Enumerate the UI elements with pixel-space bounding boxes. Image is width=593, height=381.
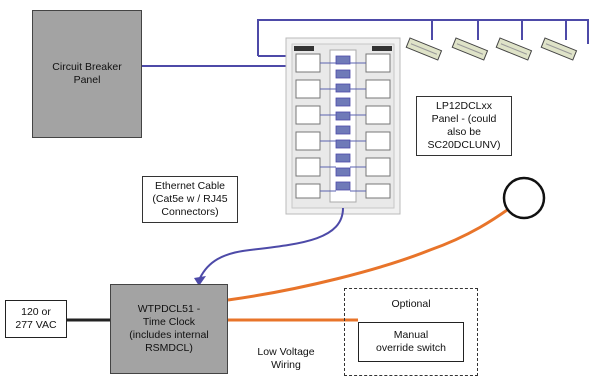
voltage-line1: 120 or (21, 306, 51, 318)
light-fixture-icon (451, 37, 489, 61)
optional-group (344, 288, 478, 376)
light-fixture-icon (405, 37, 443, 61)
lighting-panel-line4: SC20DCLUNV) (427, 139, 501, 151)
ethernet-line1: Ethernet Cable (154, 180, 226, 192)
ethernet-cable (199, 207, 344, 279)
lighting-panel-line2: Panel - (could (431, 113, 497, 125)
lighting-control-panel (285, 37, 401, 215)
ethernet-cable-label: Ethernet Cable (Cat5e w / RJ45 Connector… (142, 176, 238, 223)
ethernet-line3: Connectors) (161, 206, 219, 218)
voltage-line2: 277 VAC (15, 319, 57, 331)
light-fixture-icon (495, 37, 533, 61)
time-clock-line3: (includes internal (129, 329, 209, 341)
time-clock-line1: WTPDCL51 - (137, 303, 201, 315)
lighting-panel-line3: also be (447, 126, 481, 138)
lighting-panel-label: LP12DCLxx Panel - (could also be SC20DCL… (416, 96, 512, 156)
override-line1: Manual (393, 329, 429, 341)
arrow-head-icon (194, 276, 206, 286)
time-clock-line4: RSMDCL) (145, 342, 193, 354)
lighting-panel-line1: LP12DCLxx (435, 100, 493, 112)
override-line2: override switch (375, 342, 447, 354)
voltage-source-box: 120 or 277 VAC (5, 300, 67, 338)
low-voltage-label: Low Voltage Wiring (248, 346, 324, 372)
time-clock-line2: Time Clock (142, 316, 196, 328)
ethernet-line2: (Cat5e w / RJ45 (152, 193, 228, 205)
circuit-breaker-panel: Circuit Breaker Panel (32, 10, 142, 138)
power-wiring (142, 19, 589, 67)
low-voltage-line1: Low Voltage (257, 346, 315, 358)
breaker-label-line1: Circuit Breaker (52, 61, 122, 73)
occupancy-sensor-icon (502, 176, 546, 220)
manual-override-switch: Manual override switch (358, 322, 464, 362)
optional-label: Optional (391, 298, 431, 310)
low-voltage-wiring (227, 206, 511, 322)
low-voltage-line2: Wiring (271, 359, 301, 371)
light-fixture-icon (540, 37, 578, 61)
breaker-label-line2: Panel (73, 74, 101, 86)
time-clock-box: WTPDCL51 - Time Clock (includes internal… (110, 284, 228, 374)
